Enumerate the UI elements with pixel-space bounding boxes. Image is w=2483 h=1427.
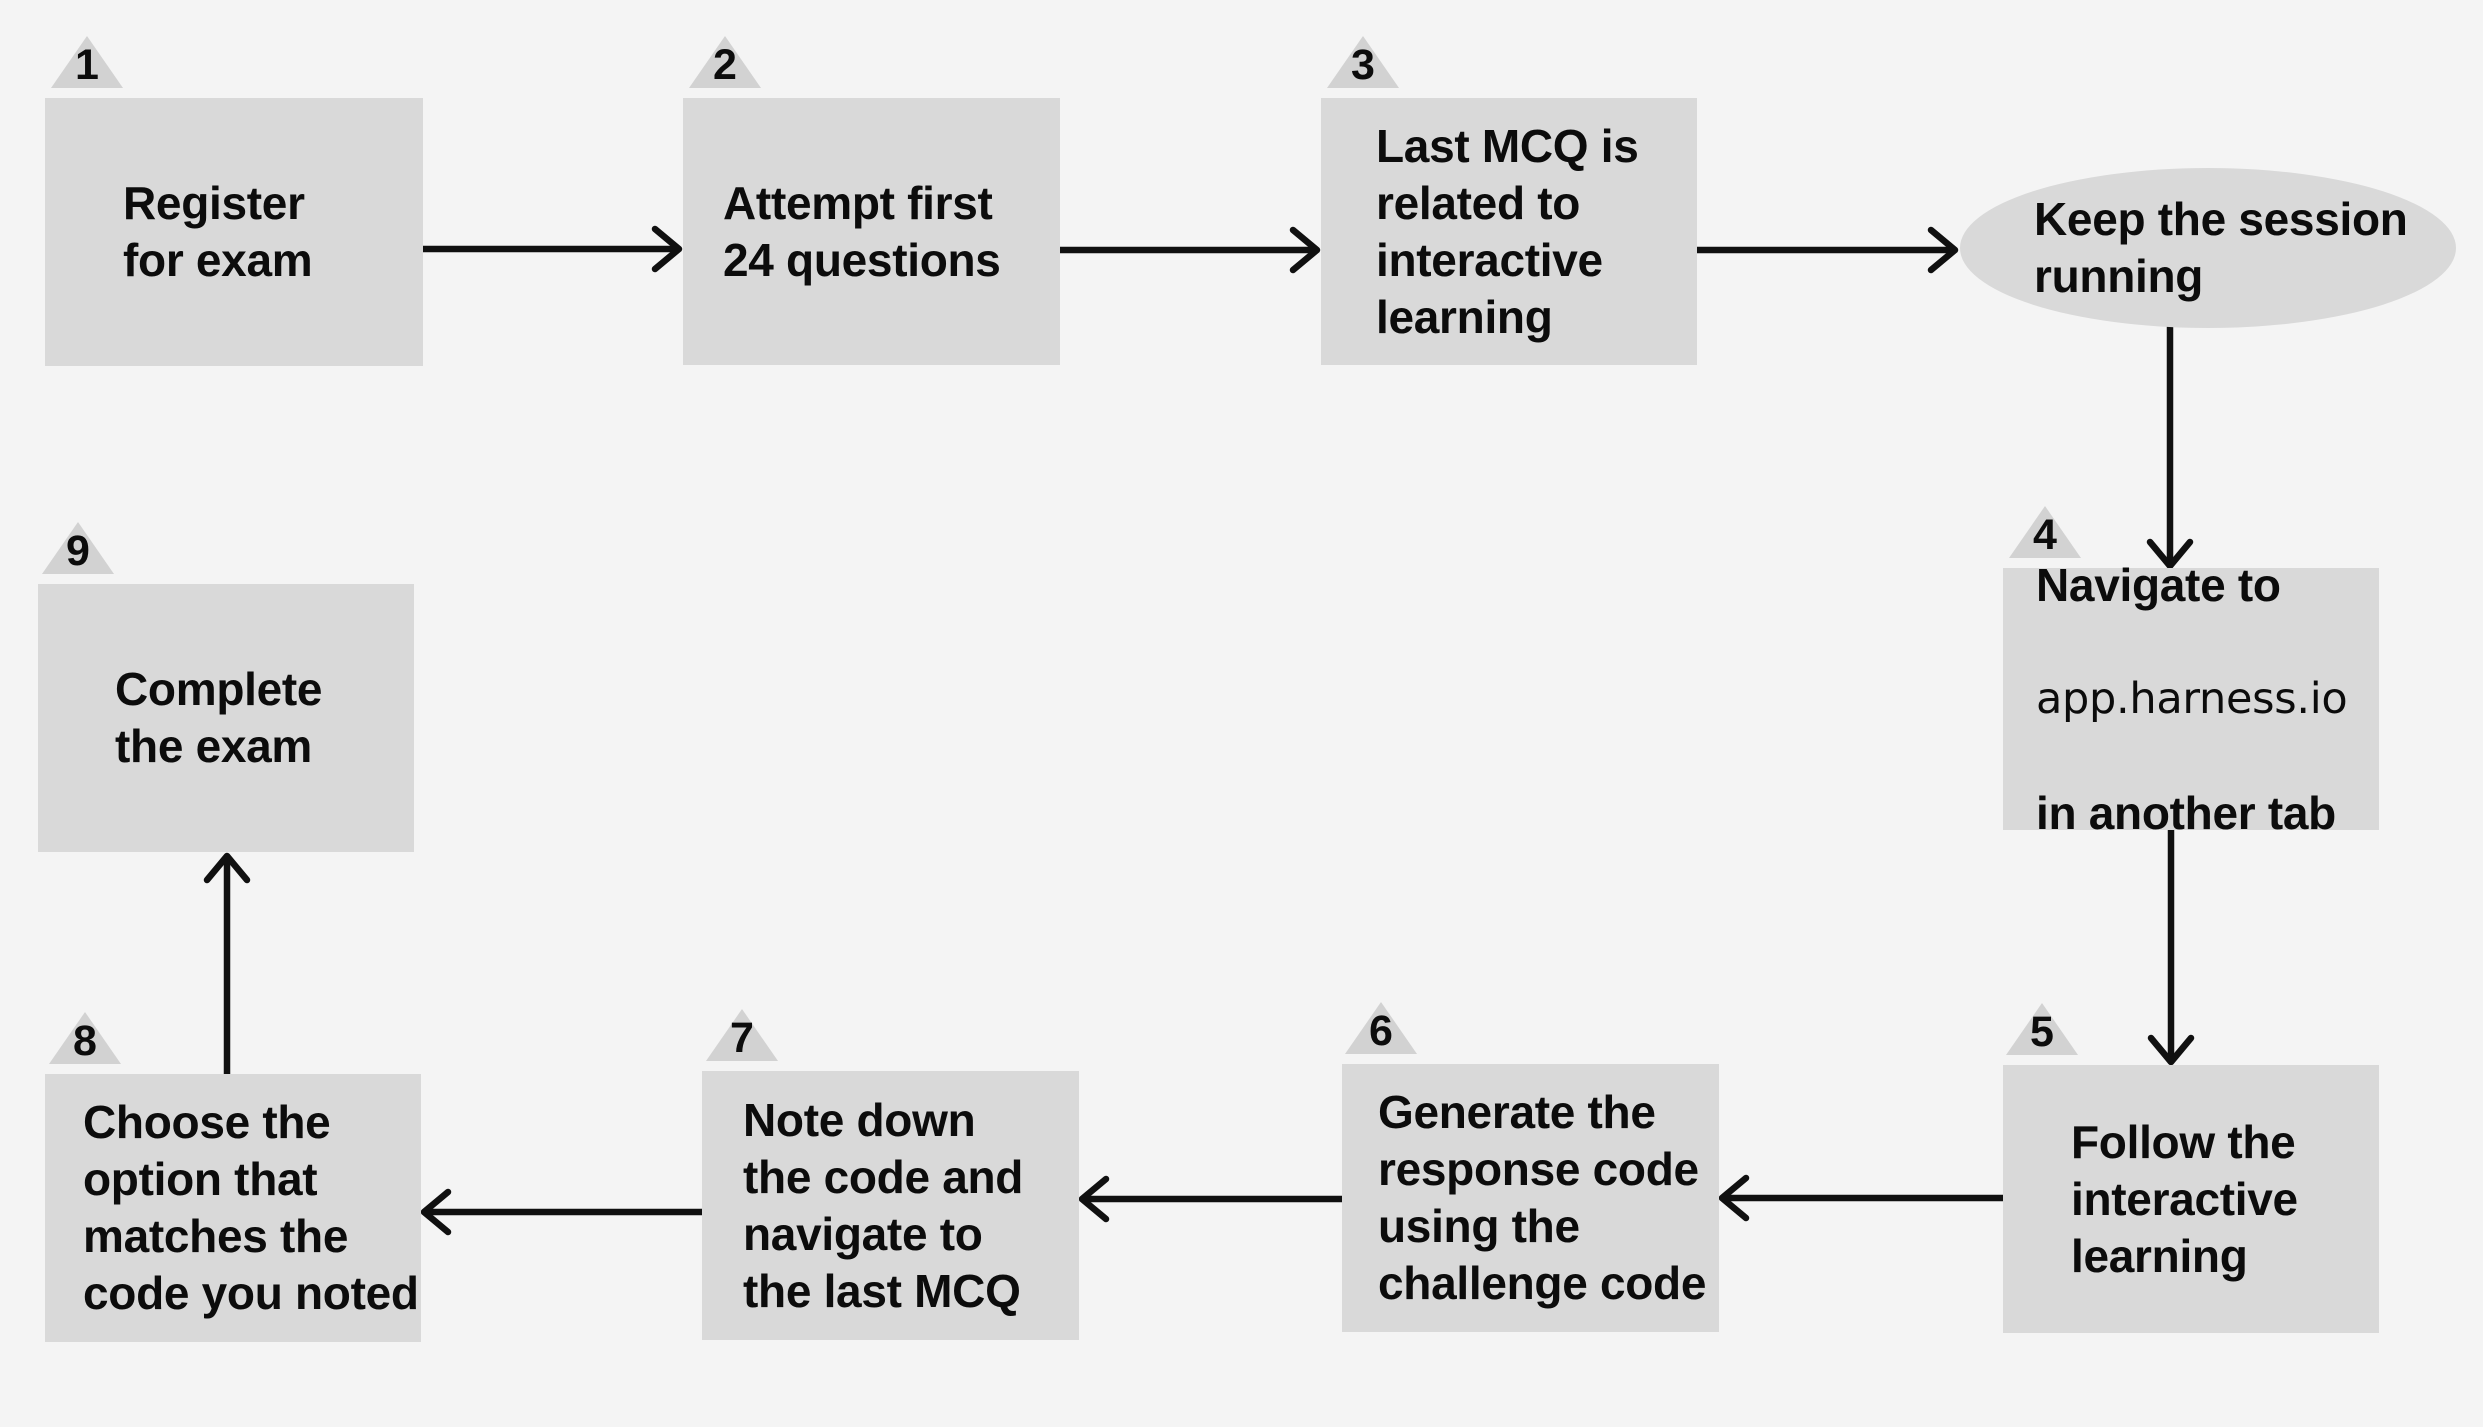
arrow-step2-to-step3 [1056,226,1321,274]
flow-node-keep-session: Keep the session running [1960,168,2456,328]
step-number: 9 [66,527,90,575]
step-number: 1 [75,41,99,89]
step-label: Complete the exam [115,663,323,772]
step-label: Register for exam [123,177,313,286]
arrow-step8-to-step9 [203,852,251,1078]
step-marker-5: 5 [2006,1003,2078,1055]
step-number: 8 [73,1017,97,1065]
flow-step-7-note-code: Note down the code and navigate to the l… [702,1071,1079,1340]
step-label: Navigate to app.harness.io in another ta… [2003,500,2348,899]
flow-step-2-attempt-questions: Attempt first 24 questions [683,98,1060,365]
arrow-step3-to-keep-session [1693,226,1959,274]
flow-step-4-navigate-harness: Navigate to app.harness.io in another ta… [2003,559,2379,839]
step-label: Generate the response code using the cha… [1378,1086,1707,1309]
flow-step-1-register: Register for exam [45,98,423,366]
flow-step-5-follow-learning: Follow the interactive learning [2003,1065,2379,1333]
step-number: 7 [730,1014,754,1062]
step-number: 6 [1369,1007,1393,1055]
step-marker-9: 9 [42,522,114,574]
step-label-line: in another tab [2036,786,2336,839]
step-label: Follow the interactive learning [2071,1115,2298,1282]
arrow-step7-to-step8 [420,1188,706,1236]
step-label: Last MCQ is related to interactive learn… [1376,119,1639,343]
step-number: 5 [2030,1008,2054,1056]
flow-step-8-choose-option: Choose the option that matches the code … [45,1074,421,1342]
step-marker-1: 1 [51,36,123,88]
step-marker-3: 3 [1327,36,1399,88]
arrow-step4-to-step5 [2147,826,2195,1066]
step-label-line-url: app.harness.io [2036,673,2348,724]
arrow-step1-to-step2 [419,225,683,273]
arrow-step5-to-step6 [1718,1174,2007,1222]
step-marker-7: 7 [706,1009,778,1061]
step-marker-2: 2 [689,36,761,88]
step-number: 4 [2033,511,2057,559]
node-label: Keep the session running [2034,193,2408,302]
arrow-keep-session-to-step4 [2146,323,2194,570]
arrow-step6-to-step7 [1078,1175,1346,1223]
step-marker-4: 4 [2009,506,2081,558]
step-label: Attempt first 24 questions [723,176,1001,286]
step-marker-6: 6 [1345,1002,1417,1054]
step-label: Choose the option that matches the code … [83,1096,419,1319]
step-label-line: Navigate to [2036,558,2281,611]
flow-step-3-last-mcq: Last MCQ is related to interactive learn… [1321,98,1697,365]
flow-step-9-complete-exam: Complete the exam [38,584,414,852]
step-label: Note down the code and navigate to the l… [743,1093,1024,1317]
step-number: 2 [713,41,737,89]
flow-step-6-generate-response-code: Generate the response code using the cha… [1342,1064,1719,1332]
step-number: 3 [1351,41,1375,89]
step-marker-8: 8 [49,1012,121,1064]
